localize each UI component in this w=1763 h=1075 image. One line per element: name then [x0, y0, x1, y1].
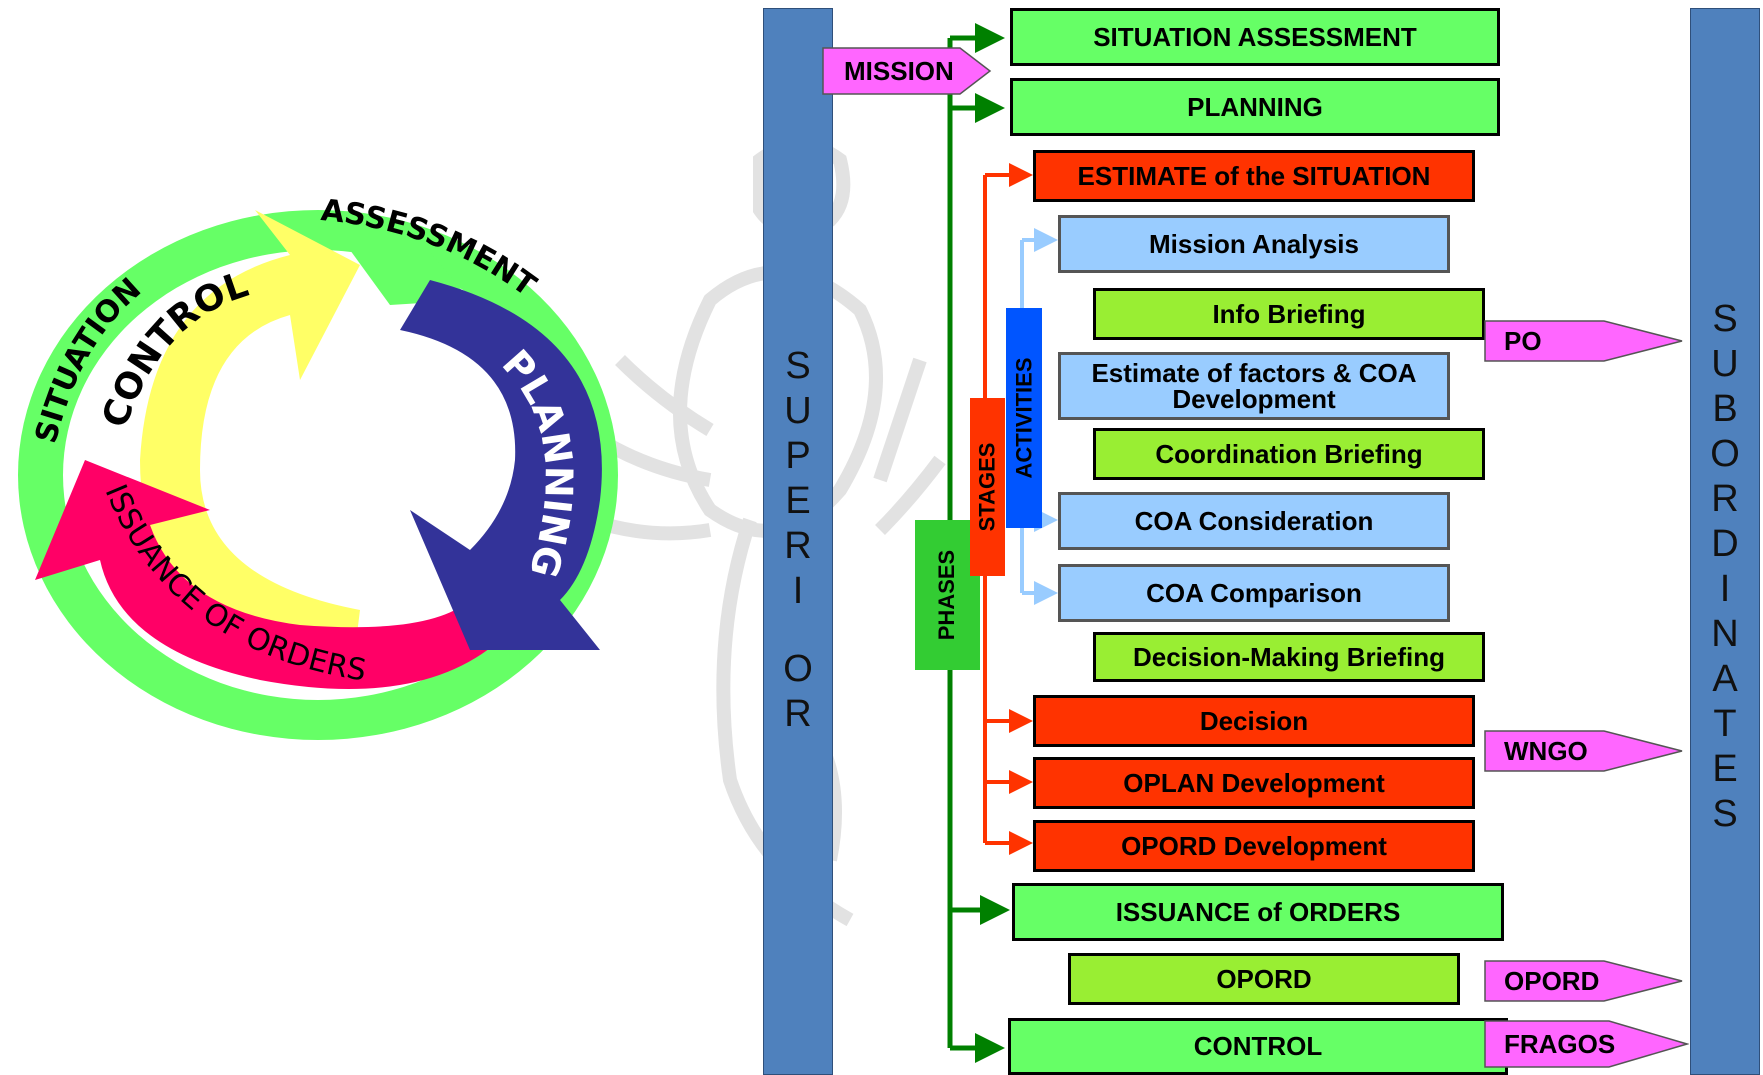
subordinates-letter: D: [1711, 523, 1739, 565]
estimate-situation-box: ESTIMATE of the SITUATION: [1033, 150, 1475, 202]
subordinates-letter: T: [1713, 703, 1737, 745]
coa-comparison-box: COA Comparison: [1058, 564, 1450, 622]
po-arrow: PO: [1484, 320, 1684, 362]
planning-box: PLANNING: [1010, 78, 1500, 136]
subordinates-letter: S: [1712, 298, 1738, 340]
po-label: PO: [1504, 325, 1542, 356]
control-band: [140, 210, 360, 650]
phases-label: PHASES: [915, 520, 980, 670]
wngo-label: WNGO: [1504, 735, 1588, 766]
subordinates-letter: A: [1712, 658, 1738, 700]
planning-arrow: [400, 280, 602, 650]
superior-bar: S U P E R I O R: [763, 8, 833, 1075]
superior-letter: P: [785, 435, 811, 477]
estimate-factors-line1: Estimate of factors & COA: [1091, 358, 1417, 388]
superior-letter: R: [784, 693, 812, 735]
subordinates-letter: I: [1719, 568, 1731, 610]
situation-assessment-box: SITUATION ASSESSMENT: [1010, 8, 1500, 66]
decision-making-briefing-box: Decision-Making Briefing: [1093, 632, 1485, 682]
decision-box: Decision: [1033, 695, 1475, 747]
superior-letter: E: [785, 480, 811, 522]
mission-analysis-box: Mission Analysis: [1058, 215, 1450, 273]
opord-arrow: OPORD: [1484, 960, 1684, 1002]
fragos-label: FRAGOS: [1504, 1028, 1616, 1059]
subordinates-letter: E: [1712, 748, 1738, 790]
opord-box: OPORD: [1068, 953, 1460, 1005]
issuance-arrow: [35, 460, 500, 689]
info-briefing-box: Info Briefing: [1093, 288, 1485, 340]
superior-letter: I: [792, 570, 804, 612]
subordinates-letter: R: [1711, 478, 1739, 520]
coordination-briefing-box: Coordination Briefing: [1093, 428, 1485, 480]
control-box: CONTROL: [1008, 1018, 1508, 1075]
estimate-factors-line2: Development: [1172, 384, 1336, 414]
stages-label: STAGES: [970, 398, 1005, 576]
activities-label: ACTIVITIES: [1006, 308, 1042, 528]
issuance-of-orders-box: ISSUANCE of ORDERS: [1012, 883, 1504, 941]
oplan-development-box: OPLAN Development: [1033, 757, 1475, 809]
estimate-factors-box: Estimate of factors & COA Development: [1058, 352, 1450, 420]
subordinates-letter: N: [1711, 613, 1739, 655]
superior-letter: S: [785, 345, 811, 387]
mission-arrow: MISSION: [822, 47, 992, 95]
opord-output-label: OPORD: [1504, 965, 1600, 996]
subordinates-letter: O: [1710, 433, 1740, 475]
subordinates-bar: S U B O R D I N A T E S: [1690, 8, 1760, 1075]
cycle-diagram: SITUATION ASSESSMENT CONTROL PLANNING IS…: [18, 193, 618, 740]
wngo-arrow: WNGO: [1484, 730, 1684, 772]
subordinates-letter: S: [1712, 793, 1738, 835]
superior-letter: R: [784, 525, 812, 567]
mission-label: MISSION: [844, 55, 954, 86]
subordinates-letter: U: [1711, 343, 1739, 385]
opord-development-box: OPORD Development: [1033, 820, 1475, 872]
coa-consideration-box: COA Consideration: [1058, 492, 1450, 550]
superior-letter: U: [784, 390, 812, 432]
fragos-arrow: FRAGOS: [1484, 1020, 1689, 1068]
subordinates-letter: B: [1712, 388, 1738, 430]
superior-letter: O: [783, 648, 813, 690]
